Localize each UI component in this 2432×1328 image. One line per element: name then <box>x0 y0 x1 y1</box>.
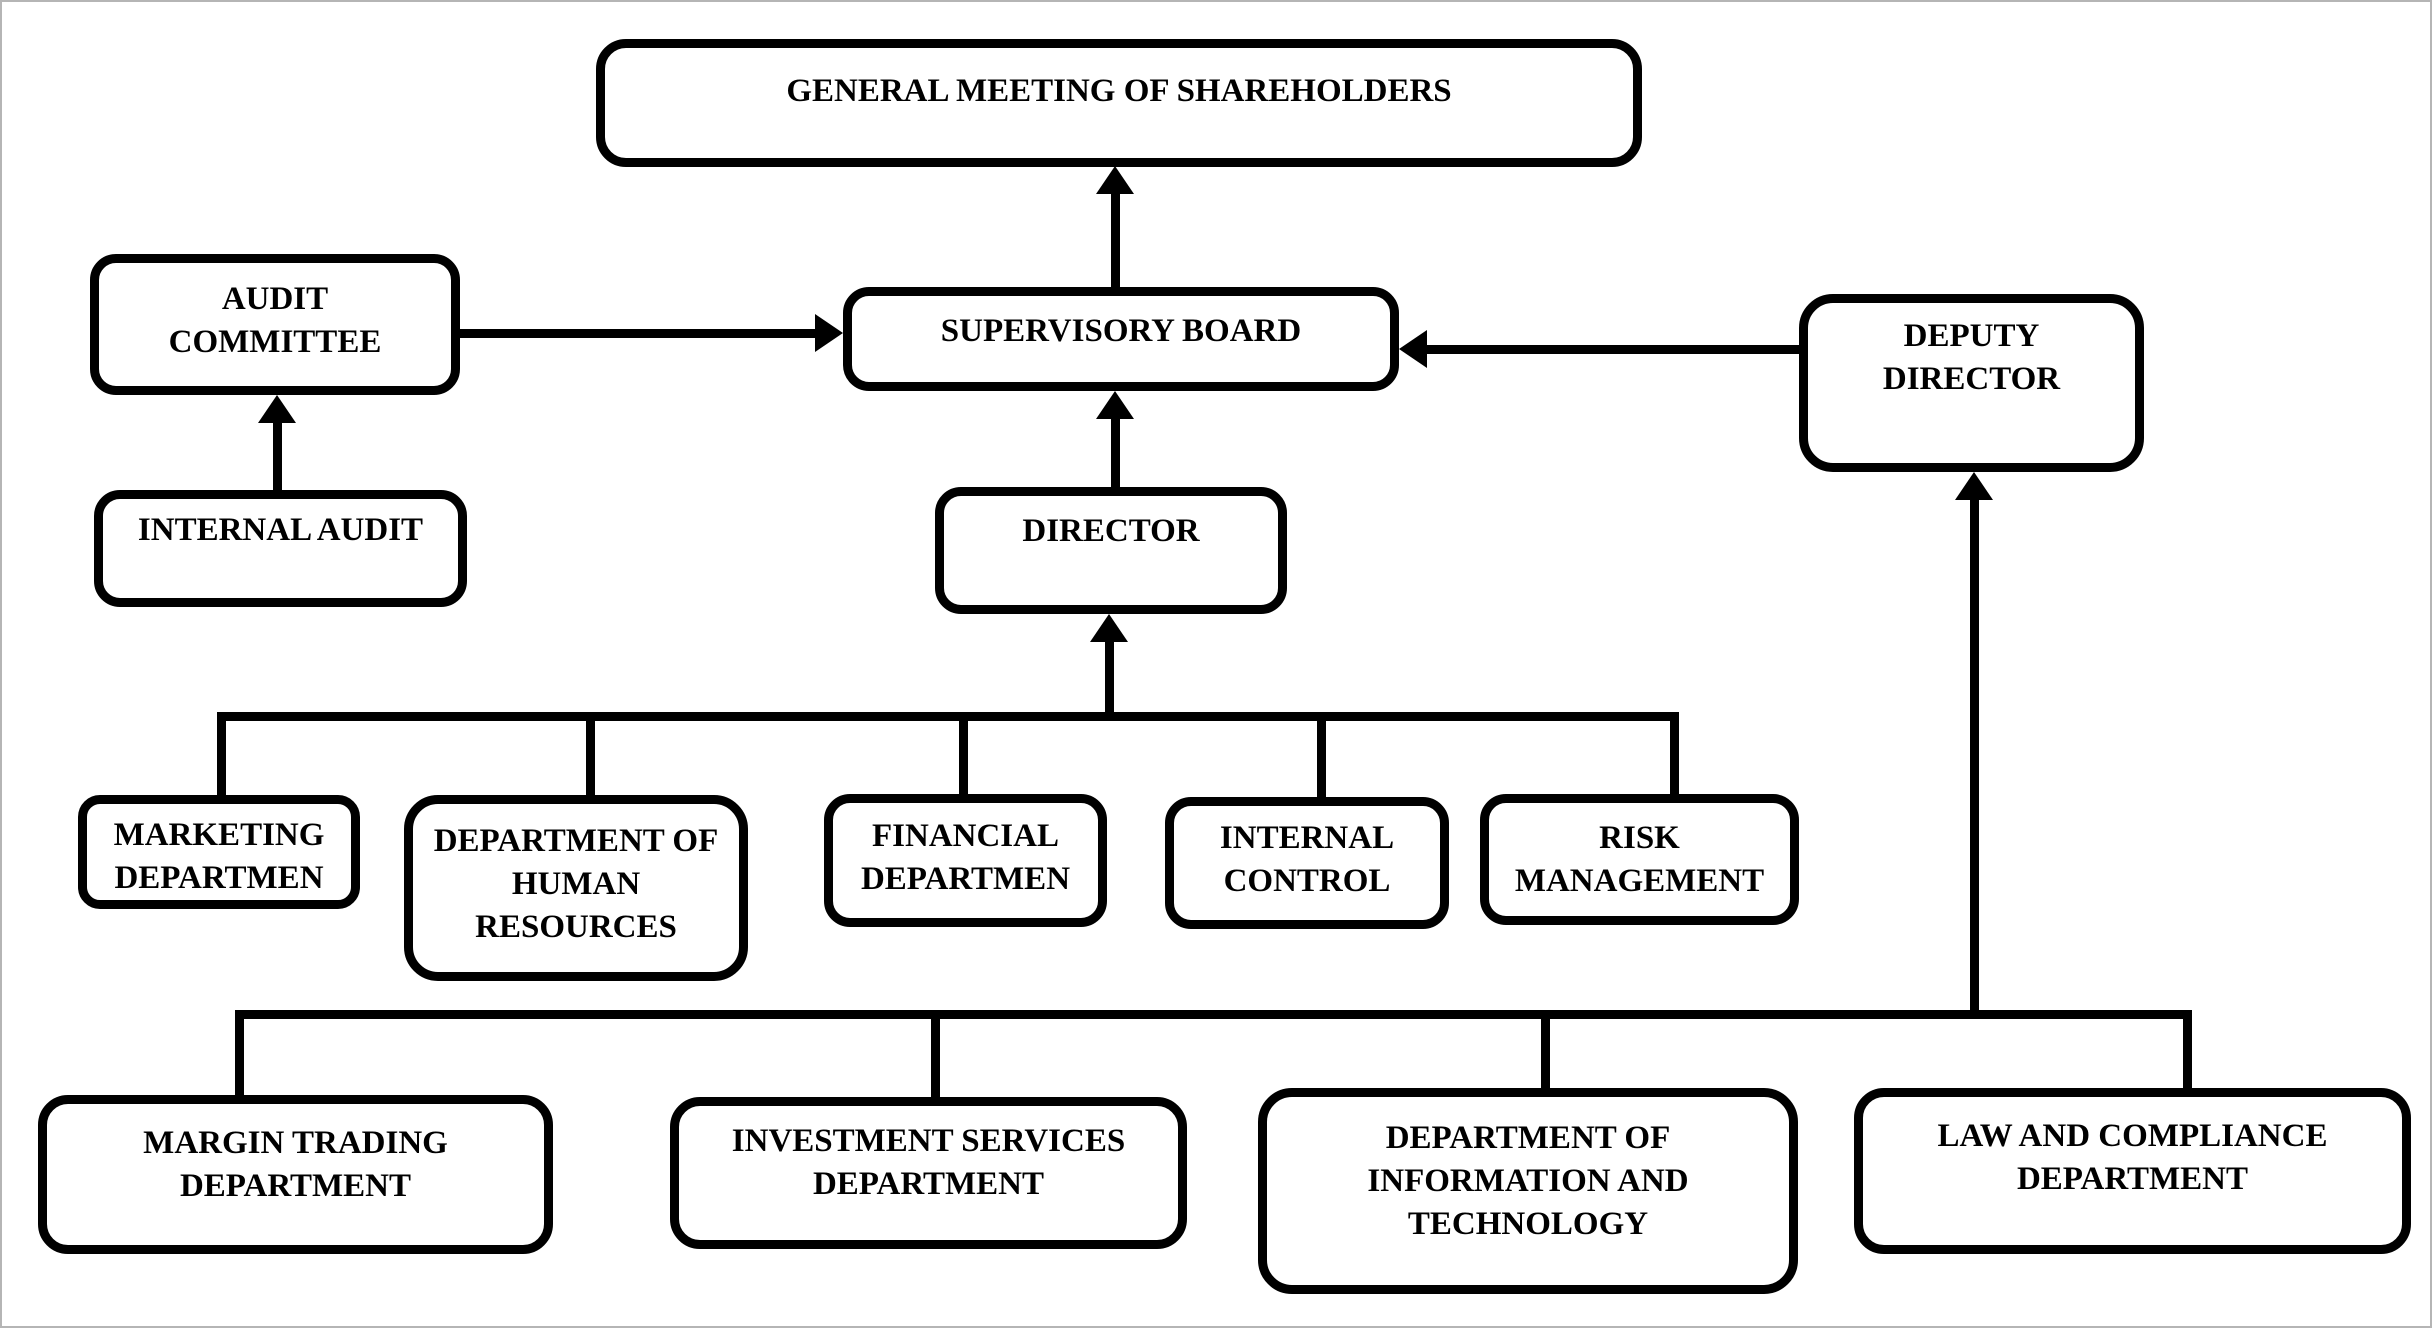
node-internal-audit-label: INTERNAL AUDIT <box>137 512 424 548</box>
bus-riser-to-director <box>1105 640 1114 721</box>
node-audit-committee: AUDIT COMMITTEE <box>90 254 460 395</box>
node-law-compliance: LAW AND COMPLIANCE DEPARTMENT <box>1854 1088 2411 1254</box>
bus-drop-financial <box>959 712 968 803</box>
node-marketing-department: MARKETING DEPARTMEN <box>78 795 360 909</box>
bus-drop-internal-control <box>1317 712 1326 806</box>
connector-audit-to-supervisory-line <box>460 329 816 338</box>
node-internal-control-label: INTERNAL CONTROL <box>1219 820 1395 899</box>
bus-drop-risk-management <box>1670 712 1679 803</box>
node-director: DIRECTOR <box>935 487 1287 614</box>
bus-drop-marketing <box>217 712 226 804</box>
arrow-up-into-audit-committee <box>258 395 296 423</box>
node-internal-audit: INTERNAL AUDIT <box>94 490 467 607</box>
arrow-right-into-supervisory-board <box>815 314 843 352</box>
connector-internal-audit-to-audit-line <box>273 421 282 490</box>
node-risk-management-label: RISK MANAGEMENT <box>1514 820 1765 899</box>
bus-drop-investment-services <box>931 1010 940 1102</box>
node-law-compliance-label: LAW AND COMPLIANCE DEPARTMENT <box>1937 1118 2328 1197</box>
node-supervisory-board-label: SUPERVISORY BOARD <box>940 313 1302 349</box>
bus-drop-margin-trading <box>235 1010 244 1100</box>
node-marketing-department-label: MARKETING DEPARTMEN <box>113 817 325 896</box>
node-investment-services: INVESTMENT SERVICES DEPARTMENT <box>670 1097 1187 1249</box>
arrow-up-into-general-meeting <box>1096 166 1134 194</box>
connector-supervisory-to-general-line <box>1111 188 1120 288</box>
bus-trunk-bottom-departments <box>235 1010 2192 1019</box>
node-financial-department-label: FINANCIAL DEPARTMEN <box>860 818 1071 897</box>
node-general-meeting-label: GENERAL MEETING OF SHAREHOLDERS <box>786 73 1452 109</box>
bus-drop-human-resources <box>586 712 595 804</box>
node-human-resources: DEPARTMENT OF HUMAN RESOURCES <box>404 795 748 981</box>
connector-director-to-supervisory-line <box>1111 417 1120 487</box>
node-human-resources-label: DEPARTMENT OF HUMAN RESOURCES <box>433 823 719 945</box>
arrow-up-into-deputy-director <box>1955 472 1993 500</box>
node-information-technology-label: DEPARTMENT OF INFORMATION AND TECHNOLOGY <box>1367 1120 1689 1242</box>
node-risk-management: RISK MANAGEMENT <box>1480 794 1799 925</box>
node-supervisory-board: SUPERVISORY BOARD <box>843 287 1399 391</box>
arrow-left-into-supervisory-board <box>1399 330 1427 368</box>
bus-drop-law-compliance <box>2183 1010 2192 1093</box>
node-audit-committee-label: AUDIT COMMITTEE <box>168 281 382 360</box>
node-internal-control: INTERNAL CONTROL <box>1165 797 1449 929</box>
node-information-technology: DEPARTMENT OF INFORMATION AND TECHNOLOGY <box>1258 1088 1798 1294</box>
connector-deputy-to-supervisory-line <box>1427 345 1800 354</box>
node-margin-trading: MARGIN TRADING DEPARTMENT <box>38 1095 553 1254</box>
node-financial-department: FINANCIAL DEPARTMEN <box>824 794 1107 927</box>
bus-drop-information-technology <box>1541 1010 1550 1093</box>
node-investment-services-label: INVESTMENT SERVICES DEPARTMENT <box>731 1123 1126 1202</box>
bus-riser-to-deputy-director <box>1970 496 1979 1015</box>
arrow-up-into-supervisory-from-director <box>1096 391 1134 419</box>
node-deputy-director: DEPUTY DIRECTOR <box>1799 294 2144 472</box>
node-margin-trading-label: MARGIN TRADING DEPARTMENT <box>143 1125 448 1204</box>
node-general-meeting: GENERAL MEETING OF SHAREHOLDERS <box>596 39 1642 167</box>
bus-trunk-departments <box>217 712 1679 721</box>
arrow-up-into-director <box>1090 614 1128 642</box>
node-director-label: DIRECTOR <box>1022 513 1200 549</box>
node-deputy-director-label: DEPUTY DIRECTOR <box>1882 318 2061 397</box>
